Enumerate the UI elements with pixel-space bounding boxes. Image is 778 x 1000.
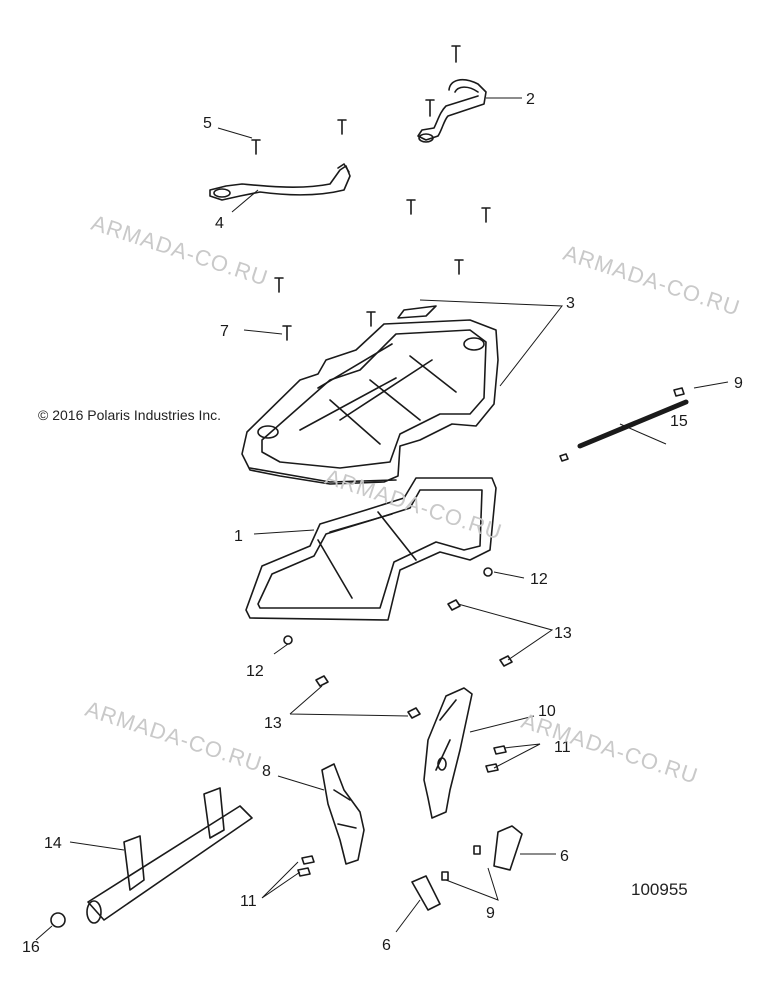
part-16-cap (50, 912, 66, 928)
callout-15: 15 (670, 413, 688, 430)
callout-6: 6 (560, 848, 569, 865)
part-6-clamp (411, 875, 441, 911)
callout-11: 11 (240, 893, 257, 910)
part-4-grab-handle (209, 163, 351, 201)
callout-10: 7 (220, 323, 229, 340)
part-13-clip (407, 707, 421, 719)
part-3-cargo-rack (241, 305, 499, 485)
copyright-text: © 2016 Polaris Industries Inc. (38, 407, 222, 423)
part-9-fastener (441, 871, 449, 881)
callout-12: 12 (246, 663, 264, 680)
callout-12: 12 (530, 571, 548, 588)
callout-labels: 2 5 4 3 7 9 15 1 12 13 12 10 13 11 8 14 … (22, 91, 743, 956)
part-15-rod (577, 399, 689, 449)
part-9-fastener (559, 453, 569, 462)
callout-6: 6 (382, 937, 391, 954)
part-2-grab-handle (417, 78, 487, 143)
callout-3: 3 (566, 295, 575, 312)
callout-1: 1 (234, 528, 243, 545)
part-11-fastener (297, 867, 311, 877)
leader-lines (35, 97, 729, 941)
part-1-rack-frame (245, 477, 497, 621)
callout-8: 8 (262, 763, 271, 780)
part-11-fastener (485, 763, 499, 773)
callout-11: 11 (554, 739, 571, 756)
part-12-nut (483, 567, 493, 577)
part-14-tube-mount (86, 787, 253, 924)
diagram-number: 100955 (631, 880, 688, 899)
part-13-clip (447, 599, 461, 611)
callout-13: 13 (554, 625, 572, 642)
callout-16: 16 (22, 939, 40, 956)
callout-5: 5 (203, 115, 212, 132)
part-9-fastener (673, 387, 685, 397)
callout-7: 10 (538, 703, 556, 720)
part-8-bracket (321, 763, 365, 865)
callout-14: 14 (44, 835, 62, 852)
part-12-nut (283, 635, 293, 645)
part-13-clip (315, 675, 329, 687)
callout-2: 2 (526, 91, 535, 108)
part-11-fastener (493, 745, 507, 755)
part-13-clip (499, 655, 513, 667)
callout-9: 9 (486, 905, 495, 922)
part-9-fastener (473, 845, 481, 855)
part-6-clamp (493, 825, 523, 871)
part-7-bracket (423, 687, 473, 819)
callout-13: 13 (264, 715, 282, 732)
callout-4: 4 (215, 215, 224, 232)
part-11-fastener (301, 855, 315, 865)
screws (251, 45, 491, 341)
callout-9: 9 (734, 375, 743, 392)
